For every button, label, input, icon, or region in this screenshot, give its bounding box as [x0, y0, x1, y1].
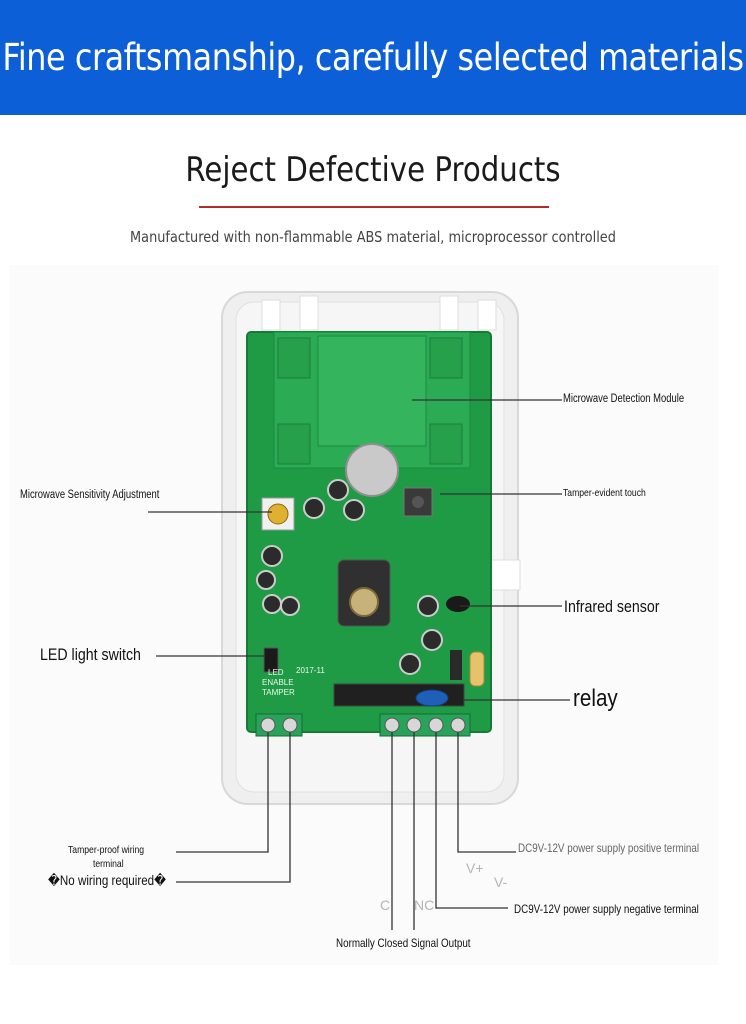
label-tamper-wiring-2: terminal [93, 858, 124, 870]
label-sensitivity: Microwave Sensitivity Adjustment [20, 489, 160, 501]
housing-notch [299, 295, 319, 331]
section-subtitle: Manufactured with non-flammable ABS mate… [130, 228, 616, 246]
label-nc-output: Normally Closed Signal Output [336, 936, 471, 950]
label-led-switch: LED light switch [40, 646, 141, 664]
led-jumper [263, 647, 279, 673]
vplus-marking: V+ [466, 860, 484, 876]
pir-window [345, 443, 399, 497]
leader-lines [148, 399, 570, 930]
housing-notch [477, 299, 497, 331]
top-banner: Fine craftsmanship, carefully selected m… [0, 0, 746, 115]
board-marking-year: 2017-11 [296, 666, 325, 675]
housing-notch [489, 559, 521, 591]
label-relay: relay [573, 685, 618, 712]
housing-notch [261, 299, 281, 331]
label-power-negative: DC9V-12V power supply negative terminal [514, 902, 699, 916]
nc-marking: NC [414, 897, 435, 913]
label-microwave-module: Microwave Detection Module [563, 393, 685, 405]
section-title: Reject Defective Products [185, 150, 561, 190]
label-tamper-touch: Tamper-evident touch [563, 487, 646, 499]
board-marking-enable: ENABLE [262, 678, 294, 687]
c-marking: C [380, 897, 391, 913]
board-marking-tamper: TAMPER [262, 688, 295, 697]
label-no-wiring: �No wiring required� [48, 873, 167, 888]
power-signal-terminal [379, 713, 471, 737]
vminus-marking: V- [494, 874, 508, 890]
label-tamper-wiring-1: Tamper-proof wiring [68, 844, 145, 856]
title-divider [199, 206, 549, 208]
board-marking-led: LED [268, 668, 284, 677]
banner-title: Fine craftsmanship, carefully selected m… [2, 36, 744, 79]
label-infrared: Infrared sensor [564, 598, 660, 616]
label-power-positive: DC9V-12V power supply positive terminal [518, 841, 700, 855]
potentiometer-knob [267, 503, 289, 525]
housing-notch [439, 295, 459, 331]
